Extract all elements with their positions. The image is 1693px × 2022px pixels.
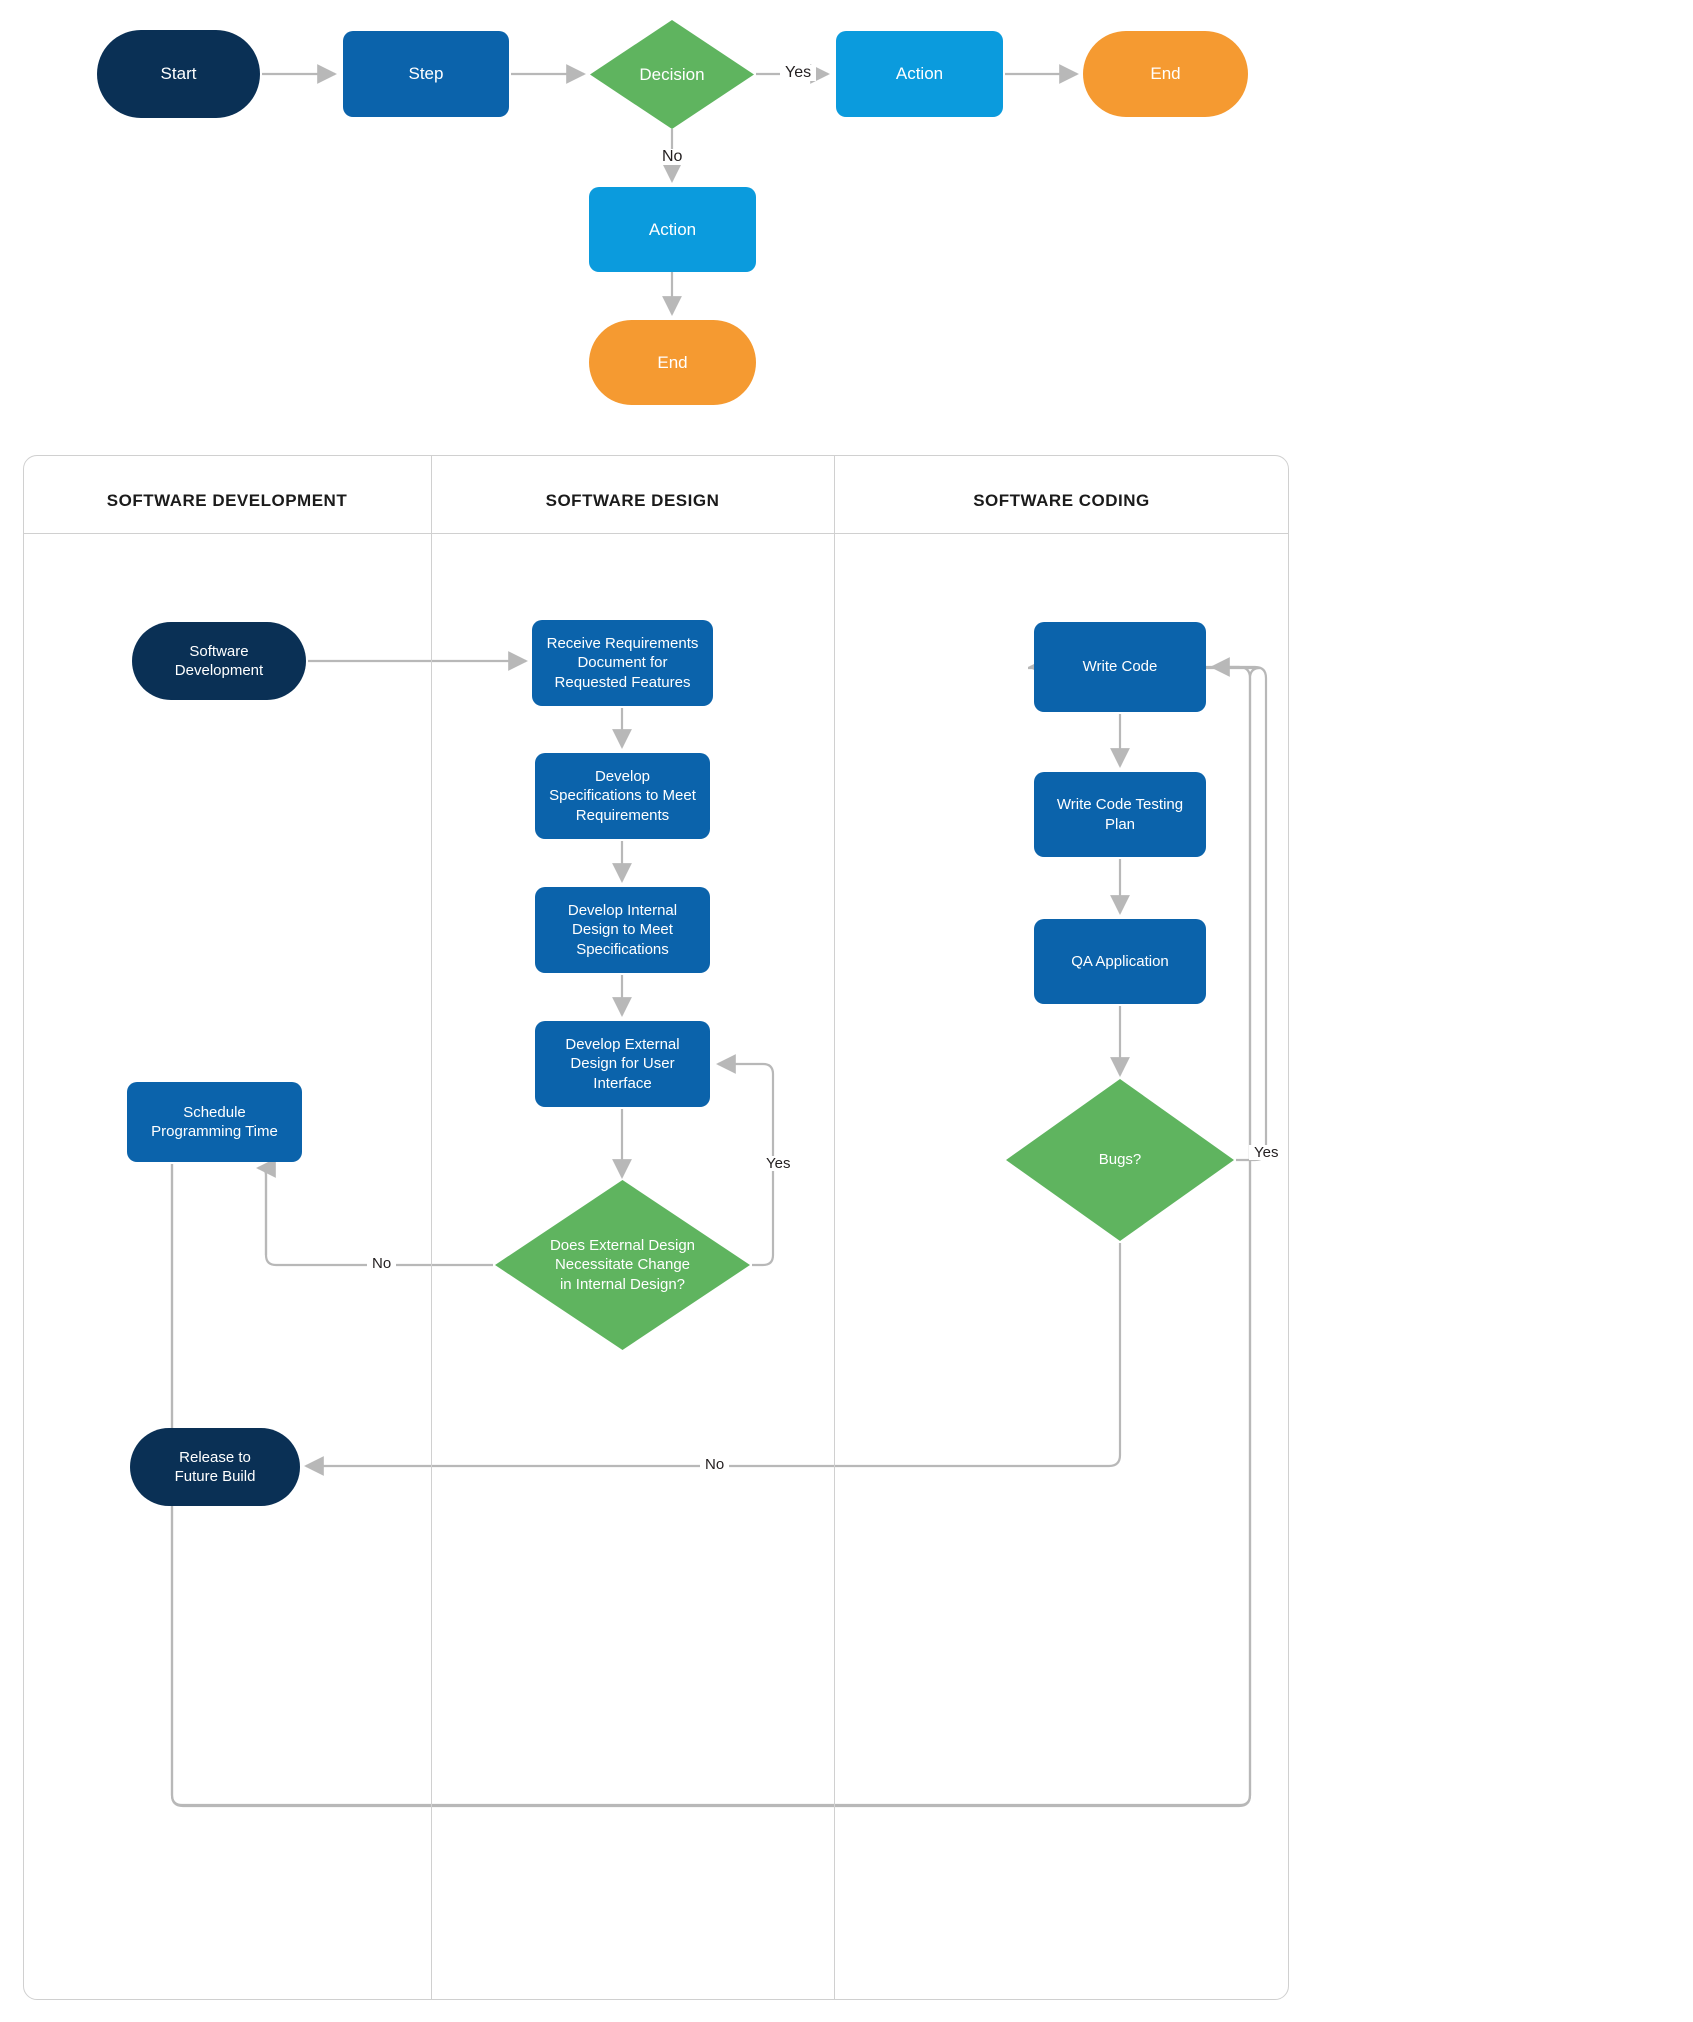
- swimlane-header-divider: [23, 533, 1289, 534]
- node-receive-requirements-label: Receive Requirements Document for Reques…: [546, 635, 699, 691]
- node-software-development-label: Software Development: [174, 642, 264, 679]
- node-write-code-testing-plan[interactable]: Write Code Testing Plan: [1034, 772, 1206, 857]
- node-develop-specifications-label: Develop Specifications to Meet Requireme…: [549, 768, 696, 824]
- legend-node-action-2[interactable]: Action: [589, 187, 756, 272]
- edge-label-bugs-no: No: [700, 1457, 730, 1472]
- node-write-code-label: Write Code: [1082, 658, 1158, 676]
- legend-node-start-label: Start: [160, 64, 197, 84]
- legend-node-decision-label: Decision: [639, 64, 705, 84]
- node-release-to-future-build[interactable]: Release to Future Build: [130, 1428, 300, 1506]
- legend-node-end-1-label: End: [1150, 64, 1181, 84]
- legend-edge-label-yes: Yes: [780, 65, 817, 81]
- node-receive-requirements[interactable]: Receive Requirements Document for Reques…: [532, 620, 713, 706]
- legend-node-step-label: Step: [408, 64, 444, 84]
- node-develop-internal-design-label: Develop Internal Design to Meet Specific…: [567, 902, 678, 958]
- node-schedule-programming-time-label: Schedule Programming Time: [151, 1103, 278, 1140]
- node-develop-specifications[interactable]: Develop Specifications to Meet Requireme…: [535, 753, 710, 839]
- legend-node-action-1[interactable]: Action: [836, 31, 1003, 117]
- edge-label-external-design-yes: Yes: [761, 1156, 796, 1171]
- swimlane-title-software-development: SOFTWARE DEVELOPMENT: [106, 491, 348, 510]
- node-release-to-future-build-label: Release to Future Build: [174, 1448, 256, 1485]
- swimlane-title-software-coding: SOFTWARE CODING: [973, 491, 1150, 510]
- swimlane-title-software-design: SOFTWARE DESIGN: [545, 491, 720, 510]
- node-external-design-decision[interactable]: Does External Design Necessitate Change …: [495, 1180, 750, 1350]
- node-write-code[interactable]: Write Code: [1034, 622, 1206, 712]
- node-write-code-testing-plan-label: Write Code Testing Plan: [1056, 796, 1184, 833]
- node-develop-internal-design[interactable]: Develop Internal Design to Meet Specific…: [535, 887, 710, 973]
- legend-node-action-2-label: Action: [648, 219, 697, 239]
- node-software-development[interactable]: Software Development: [132, 622, 306, 700]
- swimlane-vertical-divider-1: [431, 456, 432, 1999]
- swimlane-vertical-divider-2: [834, 456, 835, 1999]
- edge-label-bugs-yes: Yes: [1249, 1145, 1284, 1160]
- node-qa-application[interactable]: QA Application: [1034, 919, 1206, 1004]
- node-qa-application-label: QA Application: [1071, 952, 1169, 970]
- node-external-design-decision-label: Does External Design Necessitate Change …: [549, 1237, 696, 1293]
- node-develop-external-design[interactable]: Develop External Design for User Interfa…: [535, 1021, 710, 1107]
- legend-node-start[interactable]: Start: [97, 30, 260, 118]
- legend-node-step[interactable]: Step: [343, 31, 509, 117]
- legend-node-end-2[interactable]: End: [589, 320, 756, 405]
- swimlane-frame: [23, 455, 1289, 2000]
- node-bugs-decision[interactable]: Bugs?: [1006, 1079, 1234, 1241]
- legend-node-decision[interactable]: Decision: [590, 20, 754, 129]
- node-bugs-decision-label: Bugs?: [1098, 1151, 1142, 1169]
- legend-edge-label-no: No: [657, 149, 688, 165]
- legend-node-end-1[interactable]: End: [1083, 31, 1248, 117]
- edge-label-external-design-no: No: [367, 1256, 397, 1271]
- legend-node-action-1-label: Action: [895, 64, 944, 84]
- legend-node-end-2-label: End: [657, 352, 688, 372]
- node-develop-external-design-label: Develop External Design for User Interfa…: [565, 1036, 680, 1092]
- node-schedule-programming-time[interactable]: Schedule Programming Time: [127, 1082, 302, 1162]
